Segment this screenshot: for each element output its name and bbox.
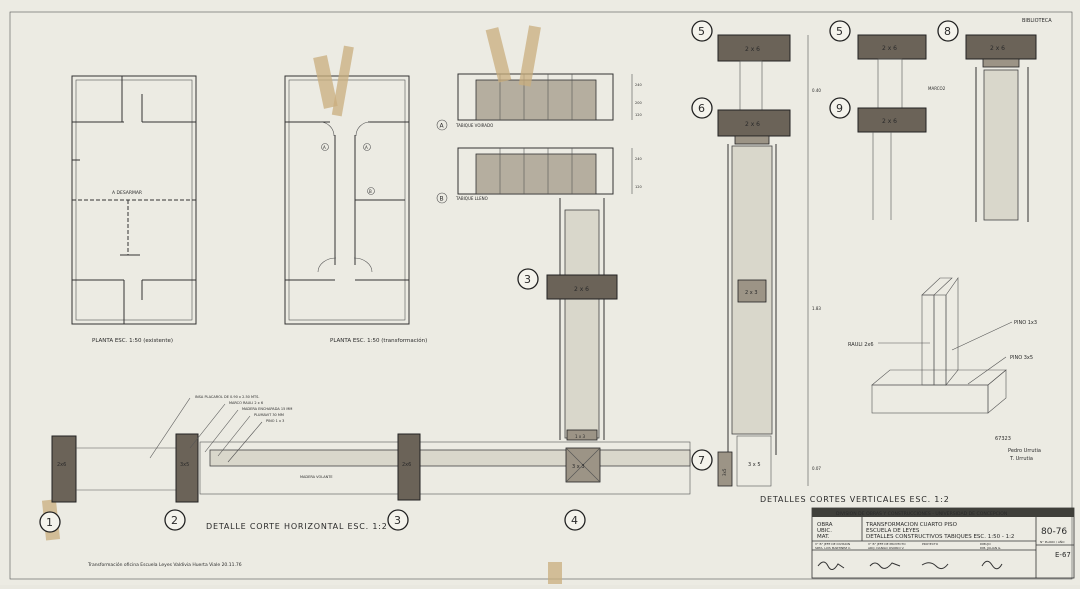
vertical-section-8: 2 x 6 8: [937, 20, 1037, 222]
demolish-note: A DESARMAR: [112, 190, 142, 196]
partition-a-marker: A: [440, 123, 445, 130]
h-callout-3: MADERA ENCHAPADA 15 MM: [242, 407, 292, 411]
marker-8: 8: [944, 25, 951, 38]
h-inner-label: MADERA VOLANTE: [300, 475, 333, 479]
v9-wood-label: 2 x 6: [882, 118, 897, 125]
v5-wood-label: 2 x 6: [745, 46, 760, 53]
marco-label: MARCO2: [928, 86, 946, 91]
h-callout-4: PLUMAVIT 30 MM: [254, 413, 284, 417]
h-label-4: 3 x 3: [572, 464, 585, 470]
title-block: DIVISION DE OBRAS Y CONSTRUCCIONES - UNI…: [811, 507, 1075, 579]
plan-existing: A DESARMAR PLANTA ESC. 1:50 (existente): [71, 75, 197, 344]
h-callout-5: PINO 1 x 3: [266, 419, 284, 423]
h-label-1: 2x6: [57, 462, 66, 468]
plan-existing-title: PLANTA ESC. 1:50 (existente): [92, 338, 173, 344]
marker-2: 2: [171, 514, 178, 527]
plan-mark-b: B: [369, 189, 372, 194]
h-callout-1: INSA PLACAROL DE 0.90 x 2.50 MTS.: [195, 395, 260, 399]
bottom-pencil-note: Transformación oficina Escuela Leyes Val…: [87, 561, 242, 568]
partition-dim-5: 120: [635, 185, 642, 189]
h-label-2: 3x5: [180, 462, 189, 468]
h-callout-2: MARCO RAULI 2 x 6: [229, 401, 263, 405]
v-dim-mid: 1.83: [812, 306, 821, 311]
tb-header: DIVISION DE OBRAS Y CONSTRUCCIONES - UNI…: [836, 511, 1007, 517]
pencil-note-2: Pedro Urrutia: [1008, 448, 1041, 454]
v6-wood-label: 2 x 6: [745, 121, 760, 128]
partition-dim-2: 200: [635, 101, 642, 105]
tb-value-mat: DETALLES CONSTRUCTIVOS TABIQUES ESC. 1:5…: [866, 534, 1014, 540]
v3-sill-label: 1 x 3: [575, 434, 585, 439]
v-block-label: 2 x 3: [745, 290, 758, 296]
signature-1: [817, 561, 845, 570]
plan-mark-a1: A: [323, 145, 326, 150]
library-stamp: BIBLIOTECA: [1022, 18, 1052, 24]
iso-label-pino-1x3: PINO 1x3: [1014, 320, 1037, 326]
marker-5a: 5: [698, 25, 705, 38]
tb-sheet: E-67: [1055, 551, 1071, 559]
sheet-border: [9, 11, 1073, 580]
partition-b-marker: B: [440, 196, 444, 203]
iso-label-rauli: RAULI 2x6: [848, 342, 874, 348]
marker-3-horizontal: 3: [394, 514, 401, 527]
tb-role-2: V° B° JEFE DE PROYECTO: [868, 542, 906, 546]
tb-code-caption: N° PLANO / AÑO: [1040, 539, 1065, 544]
marker-5b: 5: [836, 25, 843, 38]
plan-transformed: A A B PLANTA ESC. 1:50 (transformación): [284, 75, 427, 344]
marker-6: 6: [698, 102, 705, 115]
tape-strip: [518, 25, 541, 87]
signature-4: [981, 560, 1003, 570]
vertical-section-3: 2 x 6 1 x 3 3: [517, 198, 618, 441]
tb-name-2: ARQ. DANILO OSORIO V.: [868, 546, 905, 550]
tb-role-1: V° B° JEFE DE DIVISION: [815, 542, 850, 546]
tape-strip: [485, 27, 512, 83]
pencil-note-3: T. Urrutia: [1009, 456, 1033, 462]
v5b-wood-label: 2 x 6: [882, 45, 897, 52]
v8-wood-label: 2 x 6: [990, 45, 1005, 52]
tb-role-4: DIBUJO: [980, 542, 991, 546]
v-sill-label: 3x5: [722, 468, 727, 476]
iso-label-pino-3x5: PINO 3x5: [1010, 355, 1033, 361]
tb-value-obra: TRANSFORMACION CUARTO PISO: [865, 522, 958, 528]
tb-name-4: DIB. JULIAN G.: [980, 546, 1001, 550]
partition-dim-3: 120: [635, 113, 642, 117]
vertical-section-tall: 2 x 6 2 x 6 2 x 3 3 x 5 3x5 0.40 1.83 0.…: [691, 20, 821, 487]
tape-strip: [548, 562, 562, 584]
plan-transformed-title: PLANTA ESC. 1:50 (transformación): [330, 337, 427, 344]
isometric-joint: RAULI 2x6 PINO 1x3 PINO 3x5: [848, 277, 1037, 414]
tb-key-obra: OBRA: [817, 522, 833, 528]
v-base-label: 3 x 5: [748, 462, 761, 468]
signature-2: [869, 562, 901, 569]
partition-dim-4: 240: [635, 157, 642, 161]
marker-4: 4: [571, 514, 578, 527]
marker-7: 7: [698, 454, 705, 467]
signature-3: [921, 562, 949, 570]
pencil-note-1: 67323: [995, 436, 1011, 442]
marker-9: 9: [836, 102, 843, 115]
horizontal-title: DETALLE CORTE HORIZONTAL ESC. 1:2: [206, 522, 388, 531]
v-dim-top: 0.40: [812, 88, 821, 93]
vertical-title: DETALLES CORTES VERTICALES ESC. 1:2: [760, 495, 950, 504]
tape-strip: [313, 55, 338, 109]
partition-dim-1: 240: [635, 83, 642, 87]
v-dim-bottom: 0.07: [812, 466, 821, 471]
partition-elevations: 240 200 120 240 120 A TABIQUE VOIRADO B …: [436, 73, 642, 204]
tb-name-1: SRTA. LUIS MARTINEZ C.: [815, 546, 851, 550]
v3-wood-label: 2 x 6: [574, 286, 589, 293]
horizontal-section: 2x6 3x5 MADERA VOLANTE 2x6 3 x 3 INSA PL…: [39, 395, 691, 533]
partition-a-label: TABIQUE VOIRADO: [455, 123, 493, 128]
marker-3-vertical: 3: [524, 273, 531, 286]
tape-strip: [331, 45, 354, 117]
tb-key-ubic: UBIC.: [817, 528, 832, 534]
tb-key-mat: MAT.: [817, 534, 830, 540]
tb-role-3: PROYECTO: [922, 542, 939, 546]
plan-mark-a2: A: [365, 145, 368, 150]
tb-code: 80-76: [1041, 527, 1067, 537]
marker-1: 1: [46, 516, 53, 529]
partition-b-label: TABIQUE LLENO: [455, 196, 488, 201]
tb-value-ubic: ESCUELA DE LEYES: [866, 528, 920, 534]
vertical-section-short: 2 x 6 2 x 6 MARCO2 5 9: [829, 20, 946, 220]
h-label-3: 2x6: [402, 462, 411, 468]
